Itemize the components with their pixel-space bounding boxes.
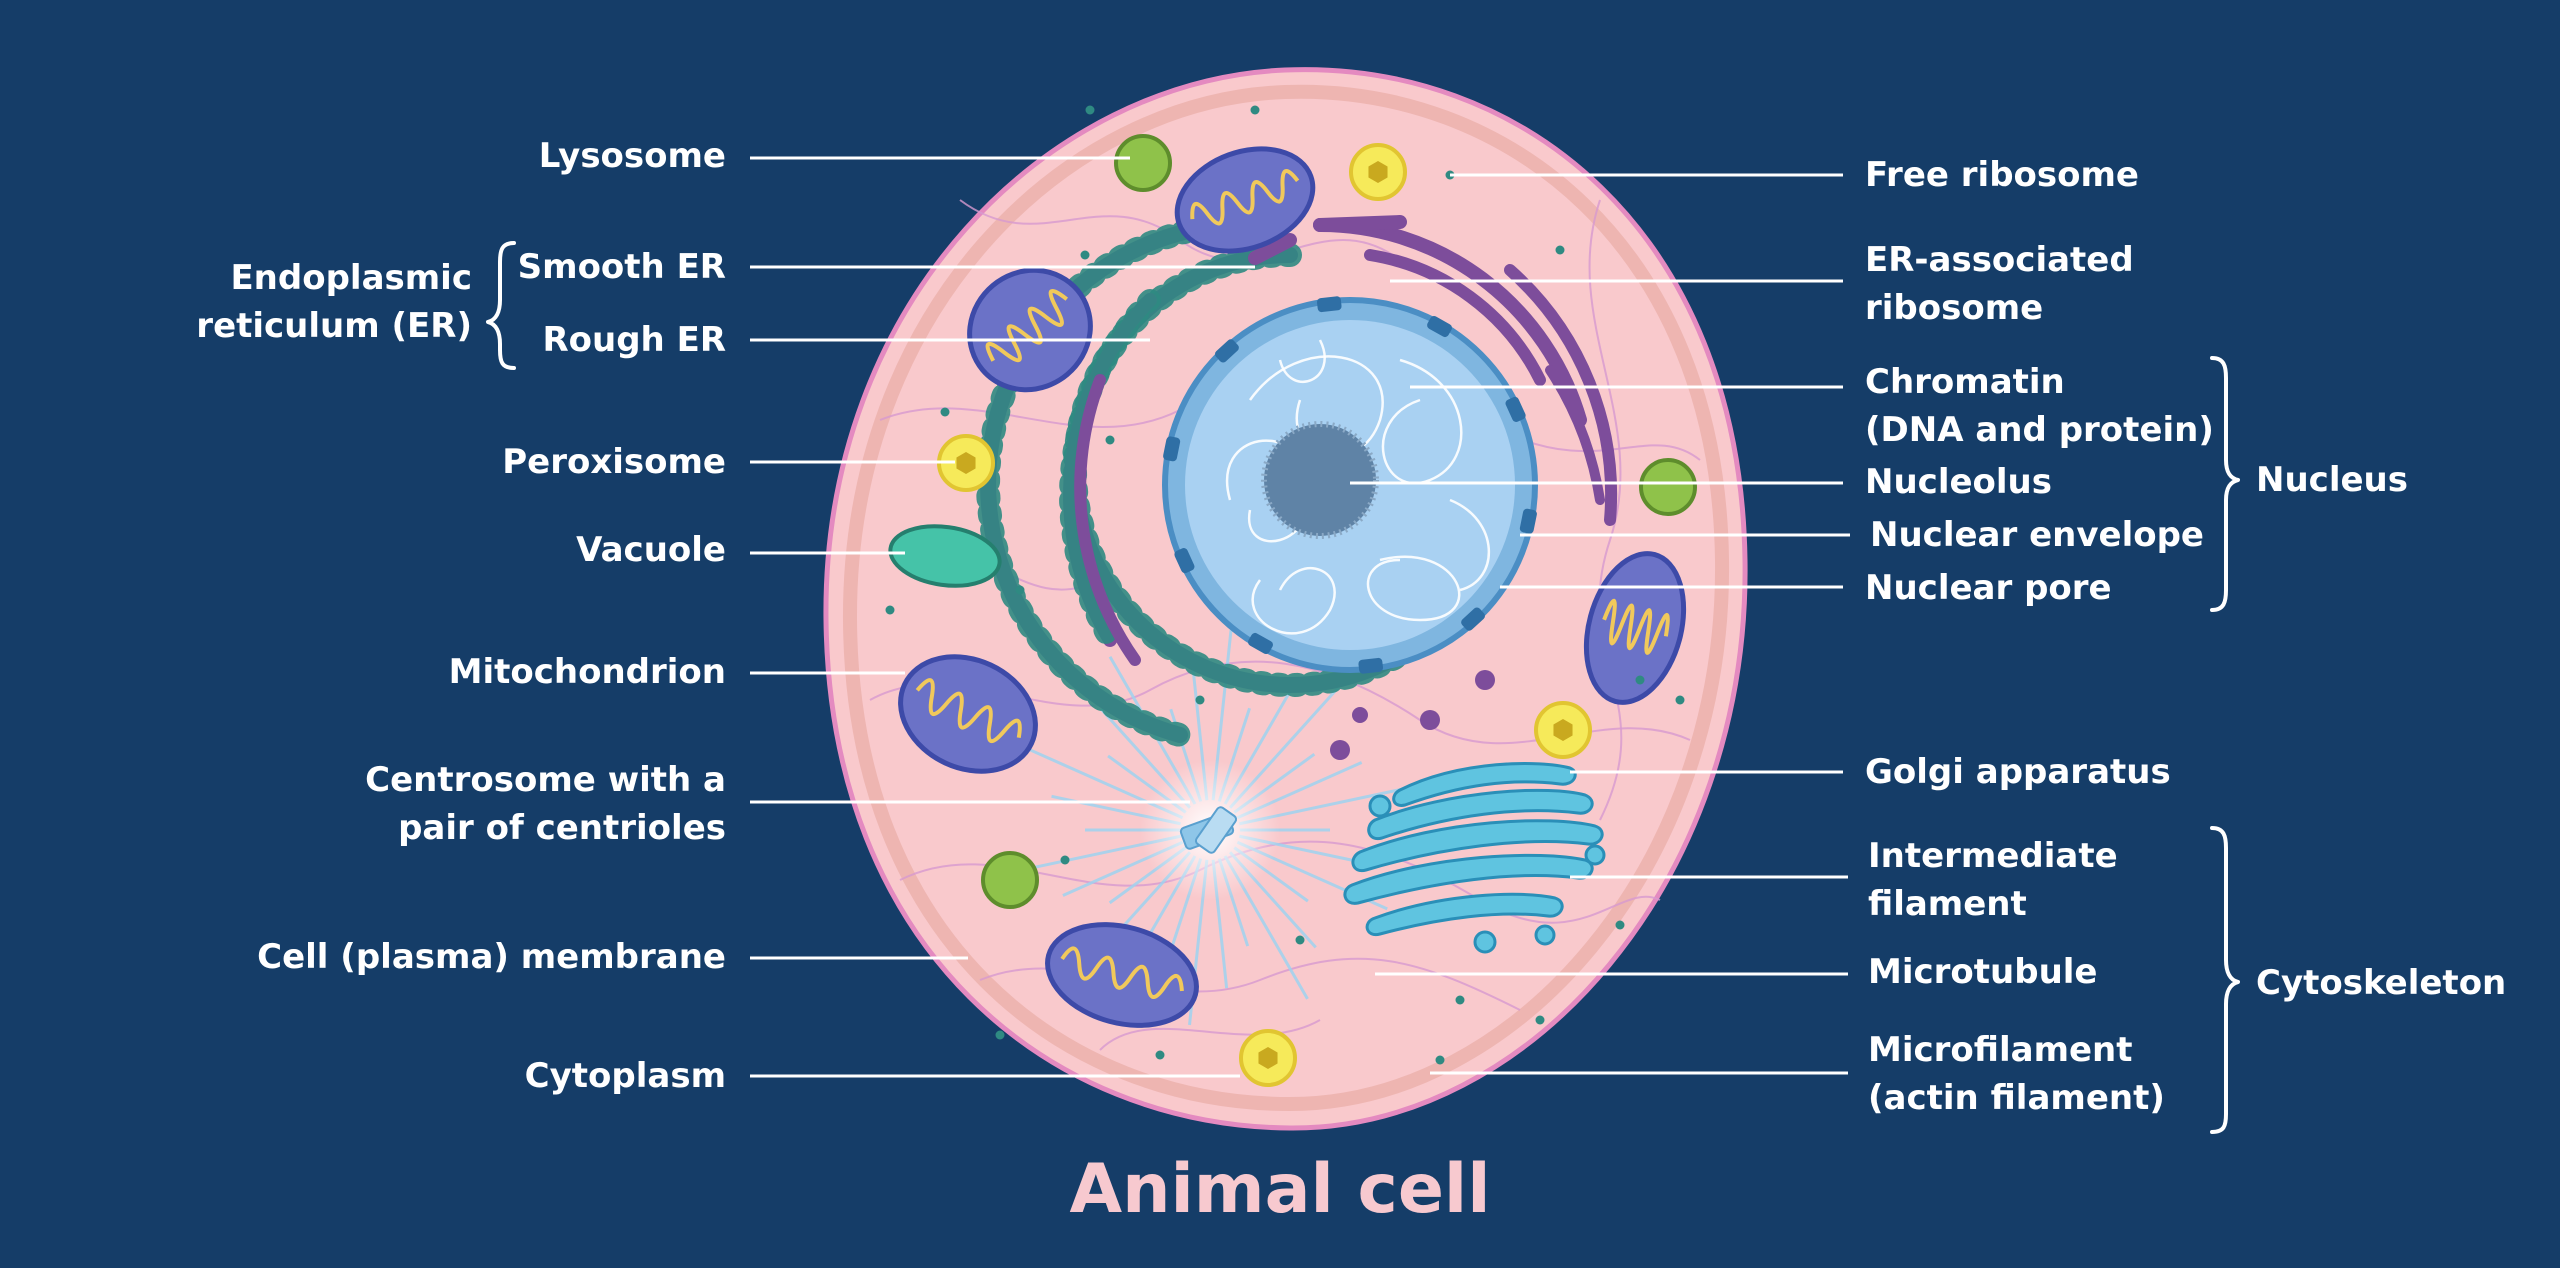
label-mitochondrion: Mitochondrion — [448, 652, 726, 692]
label-free-ribosome: Free ribosome — [1865, 155, 2139, 195]
vacuole — [888, 524, 1002, 588]
nucleus-brace — [2210, 356, 2240, 612]
label-er-group-line2: reticulum (ER) — [196, 306, 472, 346]
label-er-group: Endoplasmic reticulum (ER) — [196, 254, 472, 350]
label-nucleolus: Nucleolus — [1865, 462, 2052, 502]
smooth-er — [1248, 215, 1618, 526]
label-centrosome-line1: Centrosome with a — [365, 760, 726, 800]
label-microtubule: Microtubule — [1868, 952, 2098, 992]
label-golgi: Golgi apparatus — [1865, 752, 2171, 792]
peroxisomes — [937, 143, 1592, 1087]
lysosomes — [981, 134, 1697, 909]
diagram-title: Animal cell — [1069, 1150, 1491, 1229]
label-lysosome: Lysosome — [538, 136, 726, 176]
label-rough-er: Rough ER — [542, 320, 726, 360]
leader-lines — [750, 156, 1850, 1078]
label-er-group-line1: Endoplasmic — [230, 258, 472, 298]
label-centrosome-line2: pair of centrioles — [398, 808, 726, 848]
label-microfilament-line2: (actin filament) — [1868, 1078, 2165, 1118]
label-er-ribosome-line1: ER-associated — [1865, 240, 2134, 280]
er-brace — [486, 241, 516, 370]
label-smooth-er: Smooth ER — [517, 247, 726, 287]
nucleolus — [1264, 424, 1376, 536]
label-peroxisome: Peroxisome — [502, 442, 726, 482]
label-er-ribosome: ER-associated ribosome — [1865, 236, 2134, 332]
label-microfilament-line1: Microfilament — [1868, 1030, 2133, 1070]
centrioles — [1179, 806, 1238, 854]
label-intermediate-line1: Intermediate — [1868, 836, 2118, 876]
nuclear-pores — [1163, 296, 1537, 674]
er-vesicles — [1330, 670, 1495, 760]
label-intermediate-filament: Intermediate filament — [1868, 832, 2118, 928]
label-microfilament: Microfilament (actin filament) — [1868, 1026, 2165, 1122]
label-cytoskeleton-group: Cytoskeleton — [2256, 963, 2507, 1003]
cytoskeleton-brace — [2210, 826, 2240, 1134]
label-nuclear-pore: Nuclear pore — [1865, 568, 2112, 608]
braces — [486, 241, 2240, 1134]
label-chromatin: Chromatin (DNA and protein) — [1865, 358, 2214, 454]
label-vacuole: Vacuole — [576, 530, 726, 570]
mitochondria — [898, 146, 1687, 1028]
free-ribosomes — [885, 105, 1685, 1065]
label-nucleus-group: Nucleus — [2256, 460, 2408, 500]
label-er-ribosome-line2: ribosome — [1865, 288, 2044, 328]
label-cell-membrane: Cell (plasma) membrane — [257, 937, 726, 977]
label-chromatin-line1: Chromatin — [1865, 362, 2065, 402]
label-intermediate-line2: filament — [1868, 884, 2027, 924]
label-centrosome: Centrosome with a pair of centrioles — [365, 756, 726, 852]
label-cytoplasm: Cytoplasm — [524, 1056, 726, 1096]
actin-cortex — [842, 84, 1730, 1112]
label-nuclear-envelope: Nuclear envelope — [1870, 515, 2204, 555]
label-chromatin-line2: (DNA and protein) — [1865, 410, 2214, 450]
